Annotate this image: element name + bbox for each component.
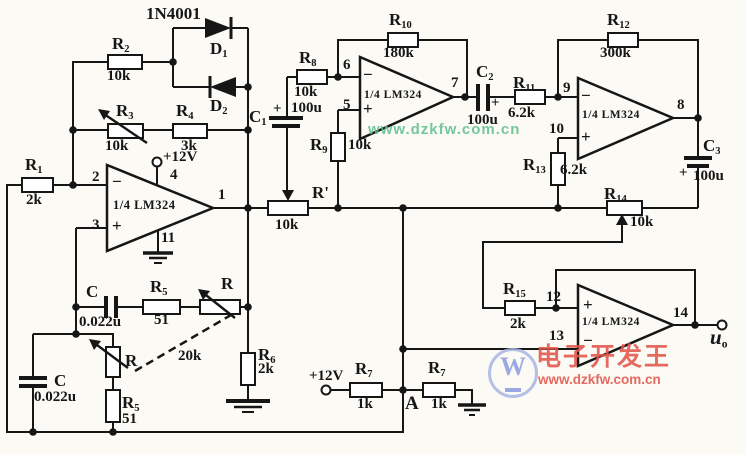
resistor-r13	[550, 152, 566, 186]
ground-opamp1	[143, 251, 173, 264]
arrow-r14-wiper	[616, 214, 628, 225]
resistor-r8	[296, 69, 328, 85]
potentiometer-r14	[606, 200, 643, 216]
opamp-1	[105, 163, 217, 253]
resistor-r6	[240, 352, 256, 386]
capacitor-c-wien-series	[104, 296, 118, 318]
diode-d2	[208, 76, 236, 98]
resistor-r12	[607, 32, 639, 48]
terminal-plus12v-op1	[151, 156, 163, 168]
diode-d1	[205, 17, 233, 39]
resistor-r7a	[349, 382, 383, 398]
resistor-r11	[514, 89, 546, 105]
ground-r7b	[458, 403, 486, 416]
resistor-r-shunt-variable	[105, 346, 121, 378]
capacitor-c-shunt	[19, 376, 47, 388]
opamp-2	[358, 55, 457, 141]
gang-link-dashed	[134, 313, 232, 373]
arrow-r-prime-wiper	[282, 190, 294, 201]
terminal-plus12v-bias	[320, 384, 332, 396]
resistor-r1	[21, 177, 54, 193]
resistor-r2	[107, 54, 143, 70]
resistor-r9	[330, 132, 346, 162]
resistor-r4	[172, 123, 208, 139]
wires	[6, 27, 717, 433]
ground-r6	[226, 399, 270, 413]
potentiometer-r-prime	[267, 200, 309, 216]
resistor-r10	[387, 32, 419, 48]
capacitor-c2	[476, 84, 490, 111]
arrow-r-shunt-wiper	[89, 339, 129, 369]
opamp-4	[576, 283, 677, 368]
resistor-r15	[504, 300, 536, 316]
capacitor-c3	[684, 156, 712, 168]
resistor-r5-series	[142, 299, 181, 315]
watermark-logo-underline	[505, 388, 521, 392]
terminal-output-uo	[716, 319, 728, 331]
arrow-r-series-wiper	[198, 289, 236, 319]
resistor-r5-shunt	[105, 389, 121, 423]
watermark-logo: W	[488, 348, 538, 398]
resistor-r7b	[422, 382, 456, 398]
capacitor-c1	[269, 116, 303, 128]
arrow-r3-wiper	[98, 109, 148, 144]
opamp-3	[576, 76, 677, 161]
watermark-logo-letter: W	[500, 352, 526, 381]
junction-dots	[29, 58, 702, 436]
